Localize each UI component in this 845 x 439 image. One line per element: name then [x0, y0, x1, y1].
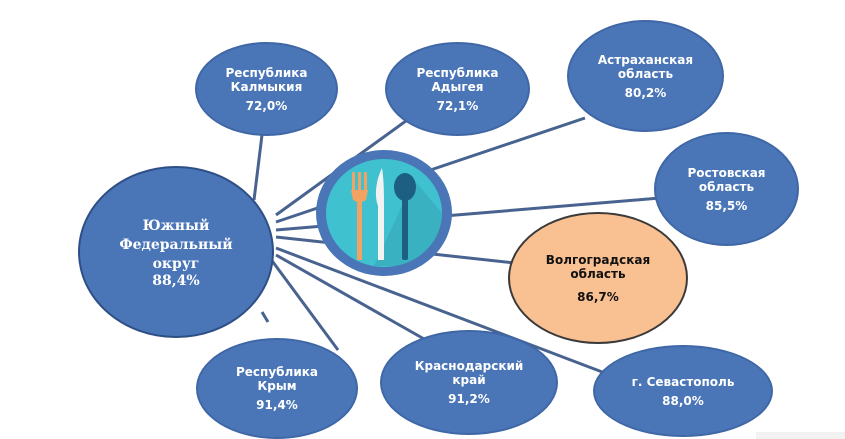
node-name: Южный Федеральный округ	[119, 217, 233, 272]
node-sevastopol: г. Севастополь 88,0%	[593, 345, 773, 437]
node-name: Краснодарский край	[414, 359, 524, 387]
connector-line	[260, 311, 270, 323]
connector-line	[275, 253, 441, 350]
node-adygea: Республика Адыгея 72,1%	[385, 42, 530, 136]
node-value: 91,2%	[448, 392, 490, 406]
spoon-icon	[394, 173, 416, 260]
node-name: Республика Крым	[236, 365, 318, 393]
connector-line	[268, 257, 340, 351]
icon-shadow	[374, 180, 443, 266]
knife-icon	[375, 168, 384, 260]
node-name: Республика Адыгея	[416, 65, 499, 94]
node-value: 88,0%	[662, 393, 704, 408]
node-value: 80,2%	[624, 85, 667, 100]
node-value: 72,1%	[436, 98, 479, 113]
node-value: 91,4%	[256, 398, 298, 412]
hub-node-south-federal-district: Южный Федеральный округ 88,4%	[78, 166, 274, 338]
cutlery-icon	[316, 150, 452, 276]
node-value: 72,0%	[245, 98, 288, 113]
node-name: Волгоградская область	[545, 252, 651, 281]
node-value: 88,4%	[152, 272, 200, 289]
connector-line	[252, 134, 264, 201]
node-value: 85,5%	[705, 198, 748, 213]
node-crimea: Республика Крым 91,4%	[196, 338, 358, 439]
node-kalmykia: Республика Калмыкия 72,0%	[195, 42, 338, 136]
fork-icon	[351, 172, 368, 260]
node-name: Астраханская область	[597, 52, 694, 81]
node-name: Ростовская область	[687, 165, 766, 194]
connector-line	[275, 246, 619, 380]
node-value: 86,7%	[577, 289, 619, 304]
scrollbar-strip	[756, 432, 845, 439]
node-krasnodar: Краснодарский край 91,2%	[380, 330, 558, 435]
node-rostov: Ростовская область 85,5%	[654, 132, 799, 246]
node-volgograd: Волгоградская область 86,7%	[508, 212, 688, 344]
node-name: Республика Калмыкия	[225, 65, 308, 94]
node-astrakhan: Астраханская область 80,2%	[567, 20, 724, 132]
node-name: г. Севастополь	[631, 374, 735, 389]
